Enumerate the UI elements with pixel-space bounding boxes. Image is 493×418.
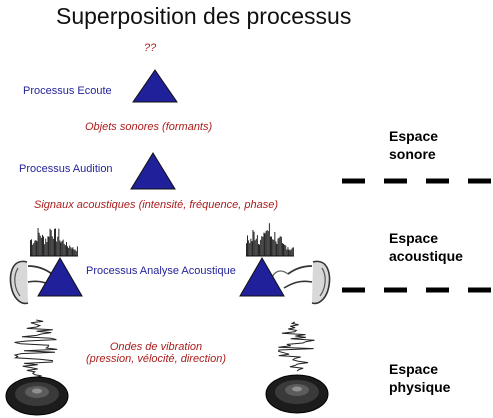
triangle-analyse-left (37, 257, 83, 297)
espace-physique-line1: Espace (389, 361, 439, 377)
signaux-acoustiques-label: Signaux acoustiques (intensité, fréquenc… (34, 199, 278, 211)
ondes-vibration-label: Ondes de vibration (pression, vélocité, … (76, 341, 236, 365)
espace-acoustique-label: Espace acoustique (389, 229, 463, 265)
espace-physique-line2: physique (389, 379, 451, 395)
triangle-processus-ecoute (132, 69, 178, 103)
triangle-processus-audition (130, 152, 176, 190)
espace-acoustique-line1: Espace (389, 230, 439, 246)
espace-sonore-line2: sonore (389, 146, 436, 162)
loudspeaker-icon (265, 374, 329, 414)
processus-audition-label: Processus Audition (19, 163, 113, 175)
diagram-title: Superposition des processus (56, 3, 352, 29)
waveform-icon (13, 319, 58, 378)
loudspeaker-icon (5, 376, 69, 416)
spectrum-icon (30, 228, 78, 257)
objets-sonores-label: Objets sonores (formants) (85, 121, 213, 133)
unknown-label: ?? (144, 42, 157, 54)
ear-icon (266, 260, 331, 305)
ondes-vibration-line2: (pression, vélocité, direction) (85, 353, 226, 365)
espace-physique-label: Espace physique (389, 360, 450, 396)
espace-acoustique-line2: acoustique (389, 248, 463, 264)
triangle-analyse-right (239, 257, 285, 297)
processus-ecoute-label: Processus Ecoute (23, 85, 112, 97)
processus-analyse-label: Processus Analyse Acoustique (86, 265, 236, 277)
ondes-vibration-line1: Ondes de vibration (109, 341, 203, 353)
espace-sonore-label: Espace sonore (389, 127, 438, 163)
waveform-icon (278, 321, 315, 372)
spectrum-icon (246, 223, 294, 257)
espace-sonore-line1: Espace (389, 128, 439, 144)
